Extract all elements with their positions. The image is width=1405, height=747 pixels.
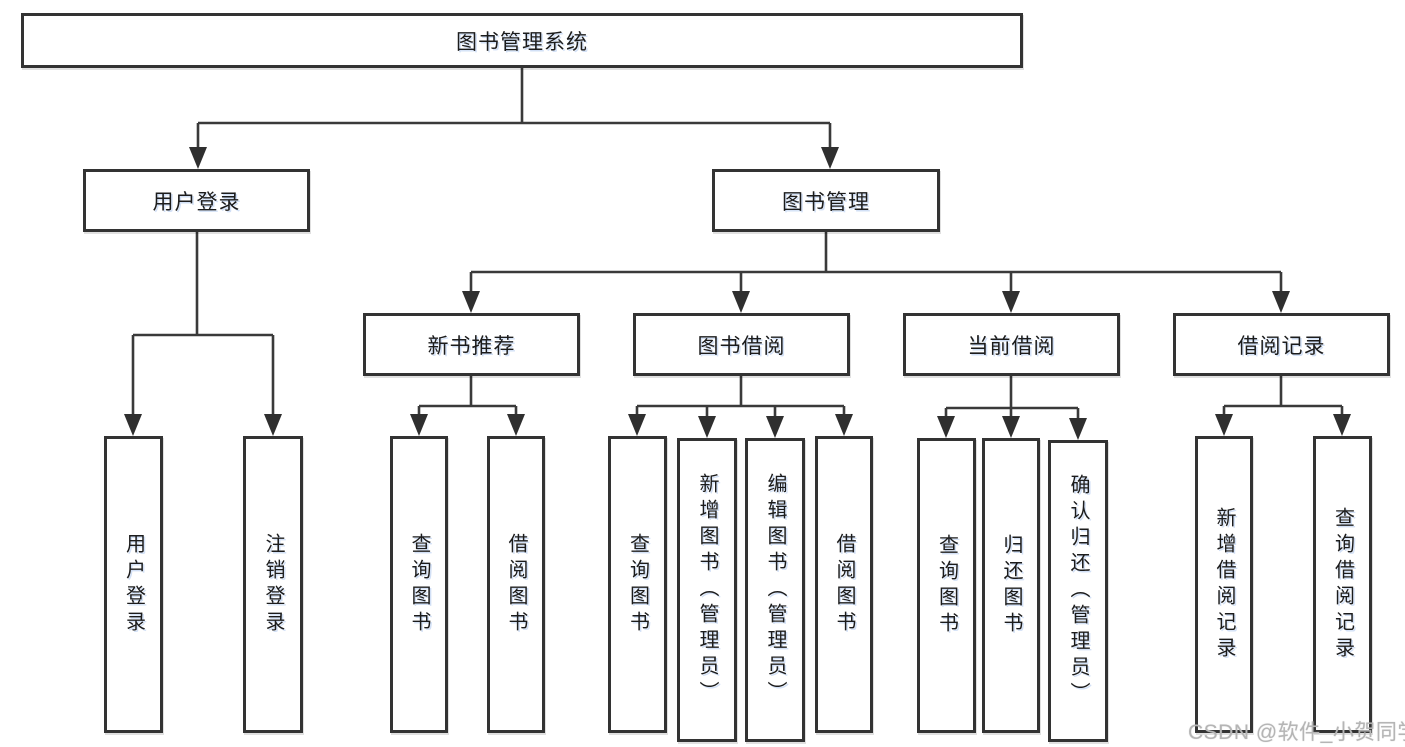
leaf-user-login: 用户登录 — [104, 436, 163, 733]
leaf-label: 查询图书 — [408, 532, 430, 637]
leaf-query-books-borrow: 查询图书 — [608, 436, 667, 733]
leaf-label: 确认归还（管理员） — [1067, 474, 1089, 708]
leaf-label: 查询图书 — [935, 533, 958, 638]
leaf-query-borrow-record: 查询借阅记录 — [1313, 436, 1372, 733]
node-library-system: 图书管理系统 — [21, 13, 1023, 68]
leaf-label: 编辑图书（管理员） — [764, 473, 786, 707]
leaf-label: 查询图书 — [626, 532, 649, 637]
leaf-label: 查询借阅记录 — [1331, 506, 1354, 663]
leaf-label: 用户登录 — [122, 532, 145, 637]
leaf-borrow-books-recommend: 借阅图书 — [487, 436, 545, 733]
csdn-watermark: CSDN @软件_小贺同学 — [1188, 721, 1405, 744]
node-user-login: 用户登录 — [83, 169, 310, 232]
leaf-return-books: 归还图书 — [982, 438, 1040, 733]
leaf-edit-book-admin: 编辑图书（管理员） — [745, 438, 805, 742]
leaf-label: 归还图书 — [1000, 533, 1022, 638]
leaf-borrow-books: 借阅图书 — [815, 436, 873, 733]
leaf-label: 借阅图书 — [505, 532, 527, 637]
leaf-confirm-return-admin: 确认归还（管理员） — [1048, 440, 1108, 742]
leaf-label: 新增图书（管理员） — [696, 473, 718, 707]
leaf-query-books-recommend: 查询图书 — [390, 436, 448, 733]
node-book-management: 图书管理 — [712, 169, 940, 232]
node-label: 当前借阅 — [967, 334, 1056, 358]
leaf-add-borrow-record: 新增借阅记录 — [1195, 436, 1253, 733]
node-label: 借阅记录 — [1237, 334, 1326, 358]
node-book-borrowing: 图书借阅 — [633, 313, 850, 376]
node-label: 图书管理 — [782, 190, 870, 214]
node-new-book-recommend: 新书推荐 — [363, 313, 580, 376]
node-current-borrowing: 当前借阅 — [903, 313, 1120, 376]
node-label: 新书推荐 — [427, 334, 516, 358]
node-label: 图书借阅 — [697, 334, 786, 358]
node-label: 用户登录 — [152, 190, 241, 214]
leaf-label: 注销登录 — [262, 532, 284, 637]
node-borrowing-records: 借阅记录 — [1173, 313, 1390, 376]
leaf-logout: 注销登录 — [243, 436, 303, 733]
leaf-add-book-admin: 新增图书（管理员） — [677, 438, 737, 742]
leaf-query-books-current: 查询图书 — [917, 438, 976, 733]
node-label: 图书管理系统 — [456, 30, 588, 54]
leaf-label: 借阅图书 — [833, 532, 855, 637]
leaf-label: 新增借阅记录 — [1213, 506, 1235, 663]
